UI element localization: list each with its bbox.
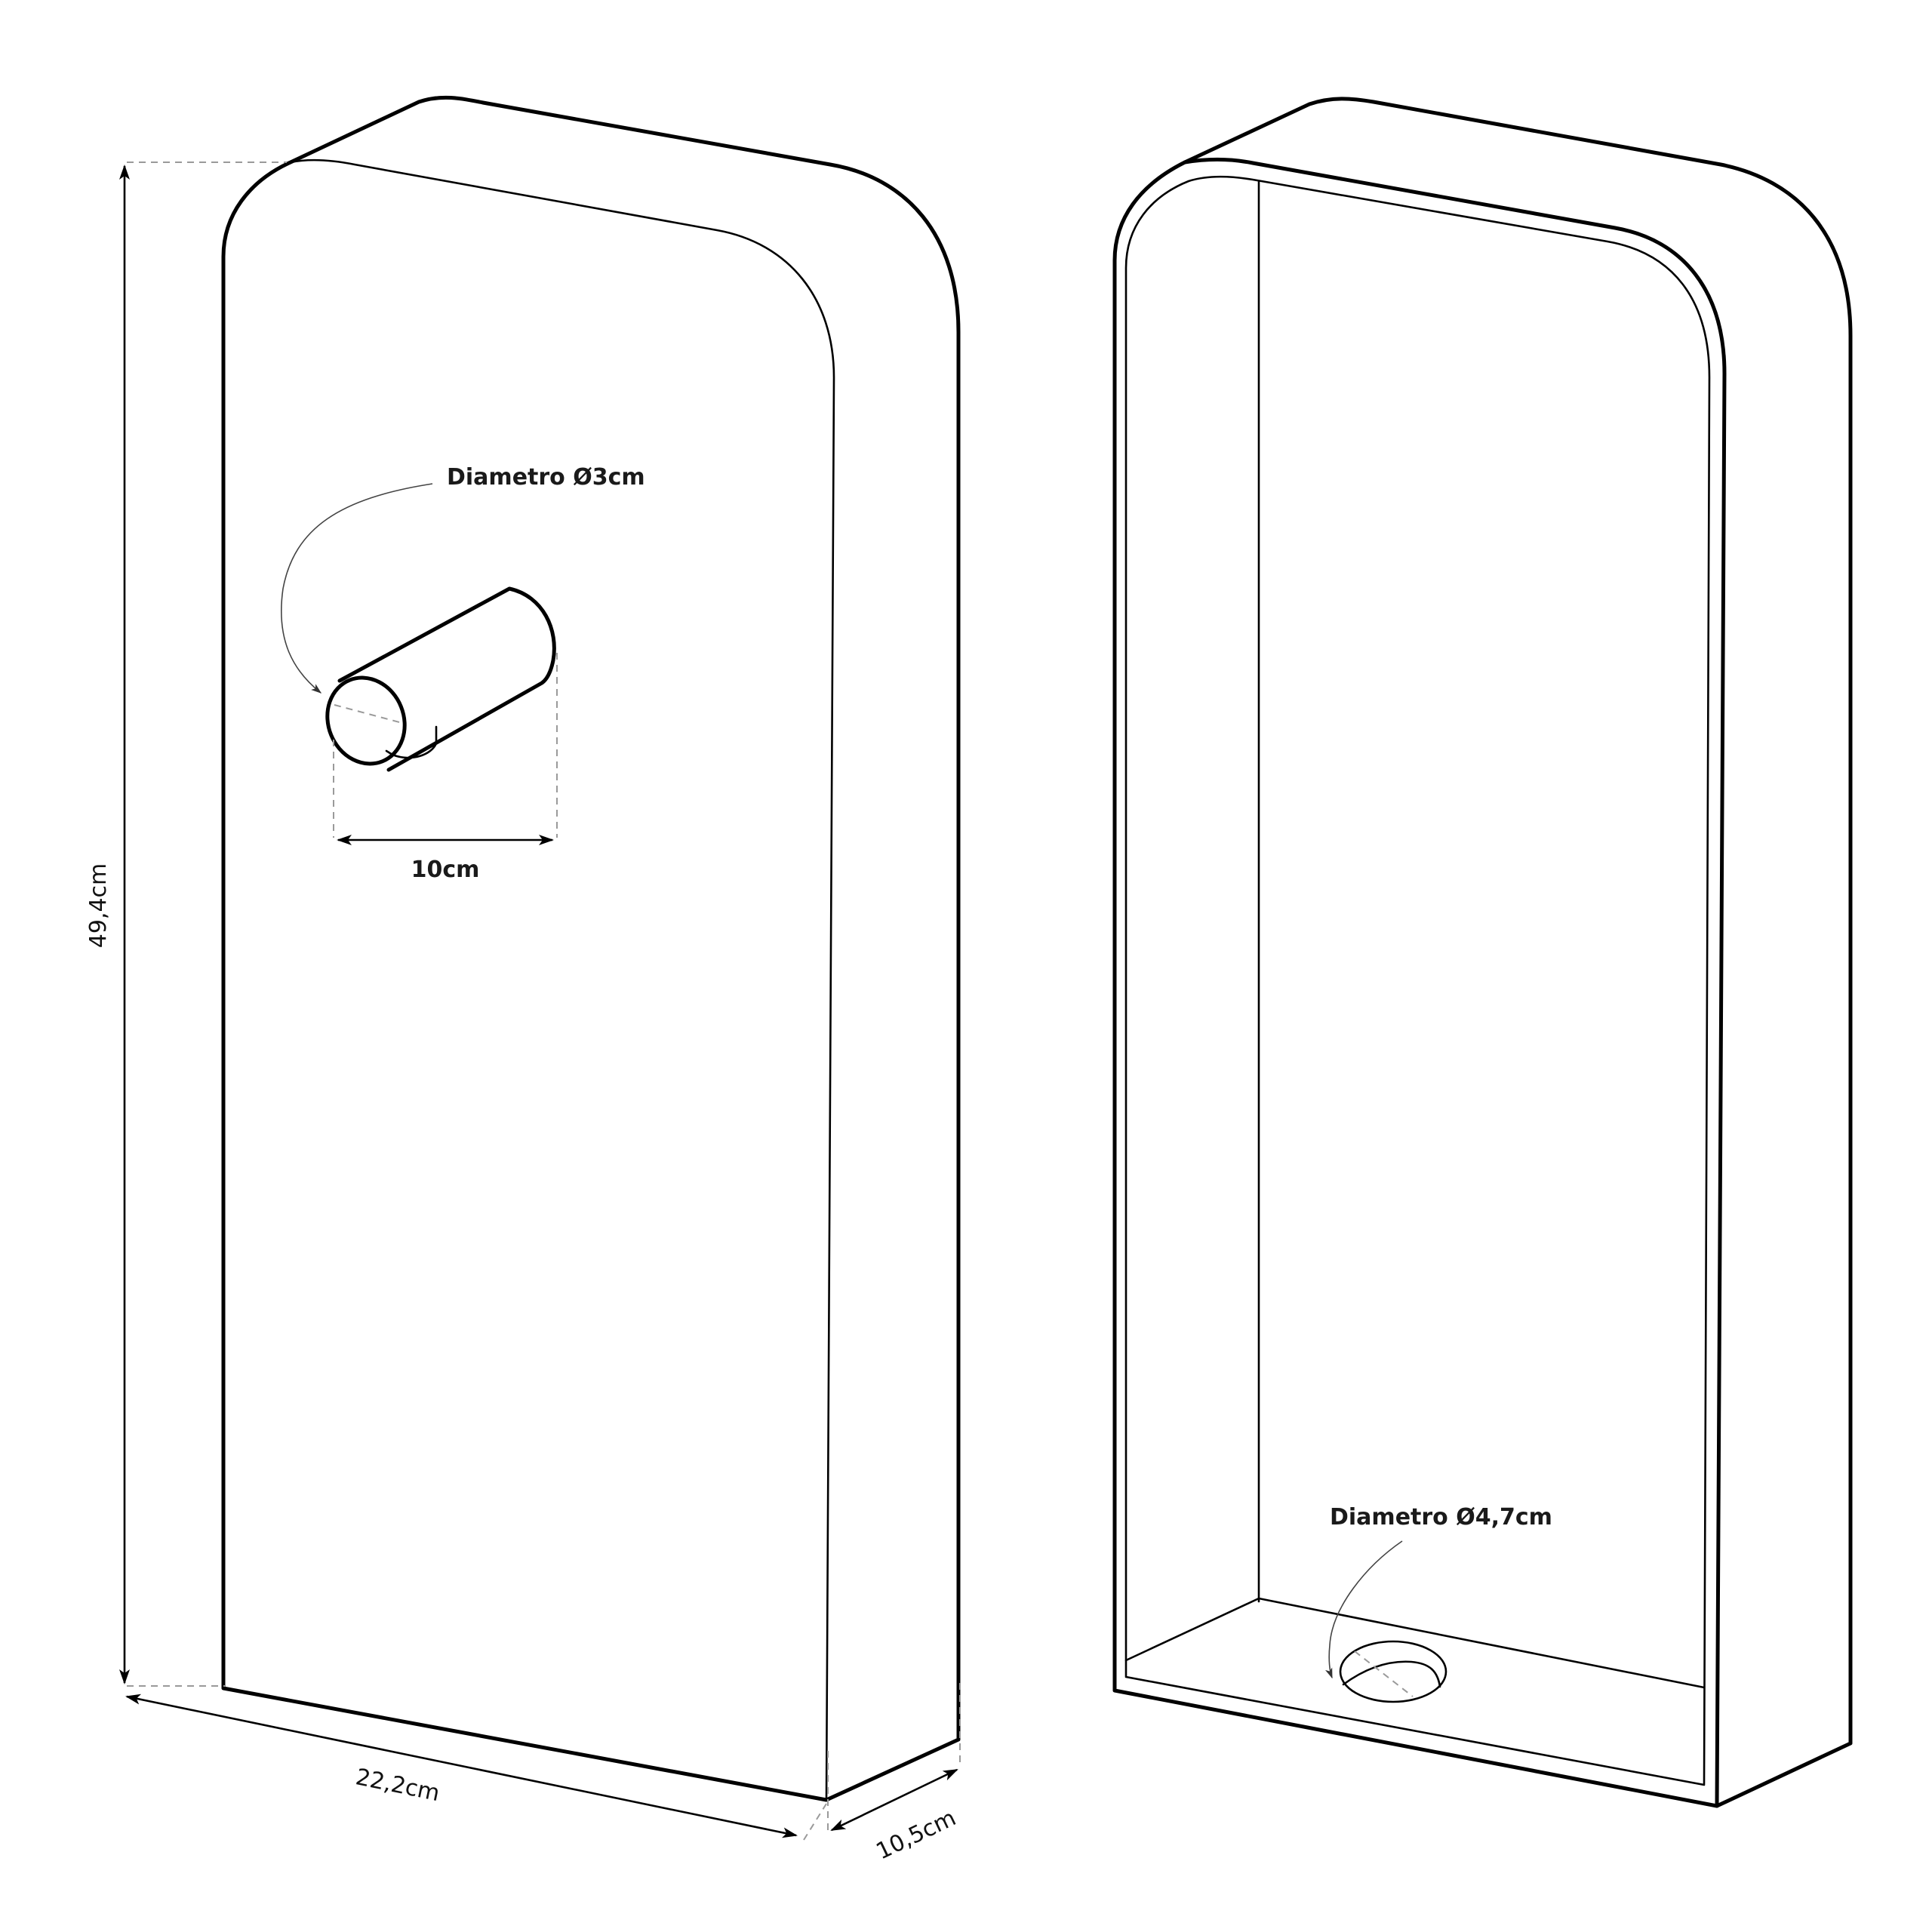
drain-hole-icon — [1339, 1640, 1447, 1703]
width-label: 22,2cm — [353, 1764, 441, 1807]
depth-label: 10,5cm — [872, 1804, 961, 1865]
height-label: 49,4cm — [85, 863, 112, 949]
spout-diameter-label: Diametro Ø3cm — [447, 464, 645, 491]
drain-diameter-label: Diametro Ø4,7cm — [1330, 1504, 1552, 1531]
front-view-object — [221, 95, 961, 1802]
spout-icon — [325, 586, 556, 772]
spout-leader-line — [280, 483, 433, 694]
spout-length-label: 10cm — [411, 857, 480, 883]
back-view-object — [1112, 97, 1853, 1808]
drain-leader-line — [1324, 1540, 1403, 1679]
